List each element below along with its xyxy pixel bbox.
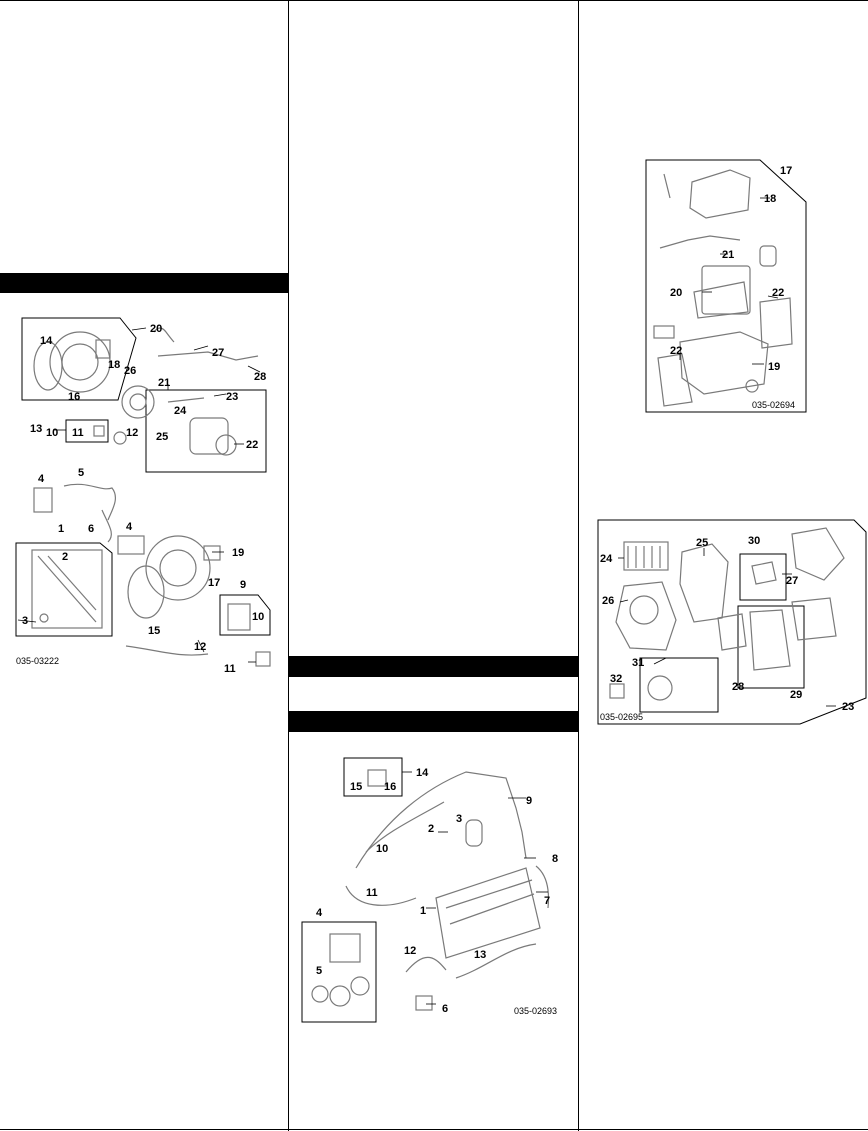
callout-2: 2 (62, 551, 68, 563)
callout-13: 13 (474, 949, 486, 961)
callout-26: 26 (602, 595, 614, 607)
callout-32: 32 (610, 673, 622, 685)
callout-3: 3 (456, 813, 462, 825)
callout-26: 25 (156, 431, 168, 443)
callout-22: 22 (772, 287, 784, 299)
column-divider-2 (578, 0, 579, 1131)
callout-16: 15 (148, 625, 160, 637)
callout-23: 22 (246, 439, 258, 451)
callout-22-left: 22 (670, 345, 682, 357)
top-border (0, 0, 868, 1)
cooling-system-diagram: 14 18 16 13 20 27 28 26 21 23 24 25 22 1… (15, 317, 271, 675)
callout-13: 12 (194, 641, 206, 653)
callout-8: 8 (552, 853, 558, 865)
callout-19: 18 (108, 359, 120, 371)
callout-21: 21 (722, 249, 734, 261)
callout-22: 21 (158, 377, 170, 389)
callout-2: 2 (428, 823, 434, 835)
callout-4: 4 (126, 521, 133, 533)
callout-19: 19 (768, 361, 780, 373)
callout-15: 15 (350, 781, 362, 793)
evaporator-unit-diagram: 17 18 21 20 22 22 19 035-02694 (645, 159, 807, 413)
callout-23: 23 (842, 701, 854, 713)
refrigerant-line-parts-figure: 15 16 14 9 3 2 10 8 11 1 7 4 12 13 5 6 0… (296, 748, 572, 1028)
callout-10: 9 (240, 579, 246, 591)
callout-6: 6 (88, 523, 94, 535)
callout-14: 13 (30, 423, 42, 435)
callout-7: 7 (544, 895, 550, 907)
callout-11: 10 (252, 611, 264, 623)
callout-25: 25 (696, 537, 708, 549)
figure-code: 035-02695 (600, 712, 643, 722)
callout-16: 16 (384, 781, 396, 793)
bottom-border (0, 1129, 868, 1130)
callout-1: 1 (420, 905, 426, 917)
heater-blower-unit-diagram: 24 25 30 27 26 31 28 29 32 23 035-02695 (597, 519, 867, 725)
callout-28: 27 (212, 347, 224, 359)
callout-4-top: 4 (38, 473, 45, 485)
callout-20: 20 (670, 287, 682, 299)
callout-18: 17 (208, 577, 220, 589)
refrigerant-line-diagram: 15 16 14 9 3 2 10 8 11 1 7 4 12 13 5 6 0… (301, 757, 558, 1023)
callout-30: 30 (748, 535, 760, 547)
callout-31: 31 (632, 657, 644, 669)
callout-9: 9 (526, 795, 532, 807)
callout-17: 17 (780, 165, 792, 177)
callout-27: 26 (124, 365, 136, 377)
callout-3: 3 (22, 615, 28, 627)
cooling-system-parts-figure: 14 18 16 13 20 27 28 26 21 23 24 25 22 1… (8, 310, 280, 680)
callout-5: 5 (316, 965, 322, 977)
callout-18: 18 (764, 193, 776, 205)
figure-code: 035-02694 (752, 400, 795, 410)
heater-blower-unit-parts-figure: 24 25 30 27 26 31 28 29 32 23 035-02695 (596, 518, 868, 725)
figure-code: 035-03222 (16, 656, 59, 666)
callout-28: 28 (732, 681, 744, 693)
callout-9: 12 (126, 427, 138, 439)
callout-5: 5 (78, 467, 84, 479)
callout-27: 27 (786, 575, 798, 587)
callout-1: 1 (58, 523, 64, 535)
callout-8: 11 (72, 427, 84, 439)
callout-15: 14 (40, 335, 53, 347)
callout-20: 19 (232, 547, 244, 559)
section-header-bar (289, 711, 578, 732)
callout-21: 20 (150, 323, 162, 335)
column-divider-1 (288, 0, 289, 1131)
callout-11: 11 (366, 887, 378, 899)
callout-29: 29 (790, 689, 802, 701)
callout-12: 12 (404, 945, 416, 957)
evaporator-unit-parts-figure: 17 18 21 20 22 22 19 035-02694 (640, 158, 812, 416)
callout-4: 4 (316, 907, 323, 919)
figure-code: 035-02693 (514, 1006, 557, 1016)
section-header-bar (289, 656, 578, 677)
callout-12: 11 (224, 663, 236, 675)
callout-25: 24 (174, 405, 187, 417)
callout-14: 14 (416, 767, 429, 779)
callout-6: 6 (442, 1003, 448, 1015)
callout-10: 10 (376, 843, 388, 855)
callout-24: 23 (226, 391, 238, 403)
callout-17: 16 (68, 391, 80, 403)
callout-24: 24 (600, 553, 613, 565)
callout-29: 28 (254, 371, 266, 383)
callout-7: 10 (46, 427, 58, 439)
section-header-bar (0, 273, 288, 293)
